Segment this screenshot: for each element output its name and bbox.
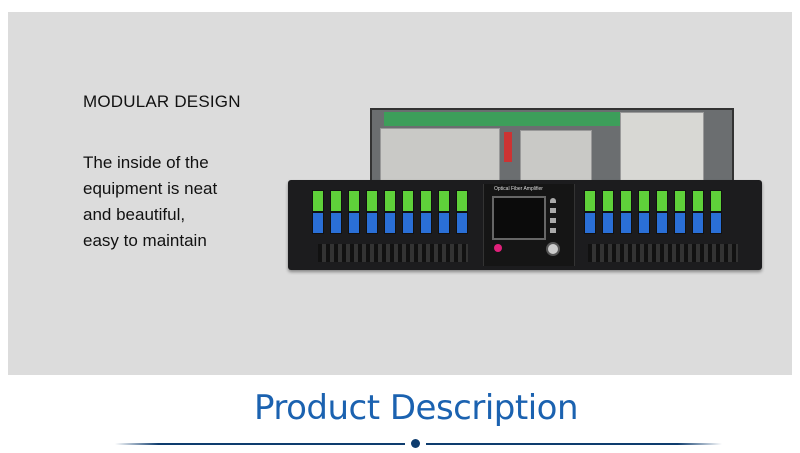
fiber-port: [620, 190, 632, 234]
divider-right: [426, 443, 722, 445]
fiber-port: [384, 190, 396, 234]
cable: [504, 132, 512, 162]
fiber-port: [330, 190, 342, 234]
divider-dot: [411, 439, 420, 448]
vent: [318, 244, 468, 262]
left-port-group: [312, 190, 468, 234]
fiber-port: [656, 190, 668, 234]
description-line: The inside of the: [83, 153, 209, 172]
apc-connector: [366, 212, 378, 234]
description-line: and beautiful,: [83, 205, 186, 224]
module-box: [520, 130, 592, 186]
fiber-port: [456, 190, 468, 234]
upc-connector: [348, 190, 360, 212]
upc-connector: [656, 190, 668, 212]
apc-connector: [674, 212, 686, 234]
fiber-port: [366, 190, 378, 234]
fiber-port: [638, 190, 650, 234]
apc-connector: [638, 212, 650, 234]
fiber-port: [438, 190, 450, 234]
apc-connector: [456, 212, 468, 234]
fiber-port: [710, 190, 722, 234]
upc-connector: [402, 190, 414, 212]
module-box: [380, 128, 500, 186]
power-supply: [620, 112, 704, 186]
control-panel: Optical Fiber Amplifier: [483, 184, 575, 266]
apc-connector: [656, 212, 668, 234]
upc-connector: [384, 190, 396, 212]
upc-connector: [420, 190, 432, 212]
apc-connector: [602, 212, 614, 234]
feature-description: The inside of the equipment is neat and …: [83, 150, 217, 254]
laser-warning-icon: [494, 244, 502, 252]
apc-connector: [620, 212, 632, 234]
upc-connector: [638, 190, 650, 212]
feature-heading: MODULAR DESIGN: [83, 92, 241, 111]
product-image-optical-amplifier: Optical Fiber Amplifier: [288, 108, 762, 272]
upc-connector: [674, 190, 686, 212]
vent: [588, 244, 738, 262]
fiber-port: [692, 190, 704, 234]
upc-connector: [602, 190, 614, 212]
fiber-port: [348, 190, 360, 234]
control-buttons: [550, 198, 556, 238]
upc-connector: [312, 190, 324, 212]
apc-connector: [384, 212, 396, 234]
apc-connector: [438, 212, 450, 234]
fiber-port: [602, 190, 614, 234]
section-title: Product Description: [253, 388, 579, 428]
description-line: easy to maintain: [83, 231, 207, 250]
upc-connector: [366, 190, 378, 212]
front-label: Optical Fiber Amplifier: [494, 186, 543, 192]
fiber-port: [420, 190, 432, 234]
fiber-port: [312, 190, 324, 234]
upc-connector: [692, 190, 704, 212]
apc-connector: [710, 212, 722, 234]
display-screen: [492, 196, 546, 240]
upc-connector: [330, 190, 342, 212]
upc-connector: [710, 190, 722, 212]
fiber-port: [674, 190, 686, 234]
apc-connector: [330, 212, 342, 234]
apc-connector: [348, 212, 360, 234]
upc-connector: [438, 190, 450, 212]
chassis-internals: [370, 108, 734, 190]
fiber-port: [584, 190, 596, 234]
apc-connector: [584, 212, 596, 234]
front-panel: Optical Fiber Amplifier: [288, 180, 762, 270]
upc-connector: [584, 190, 596, 212]
apc-connector: [692, 212, 704, 234]
upc-connector: [456, 190, 468, 212]
fiber-port: [402, 190, 414, 234]
divider-left: [115, 443, 405, 445]
apc-connector: [312, 212, 324, 234]
apc-connector: [402, 212, 414, 234]
description-line: equipment is neat: [83, 179, 218, 198]
key-switch: [546, 242, 560, 256]
upc-connector: [620, 190, 632, 212]
apc-connector: [420, 212, 432, 234]
right-port-group: [584, 190, 722, 234]
